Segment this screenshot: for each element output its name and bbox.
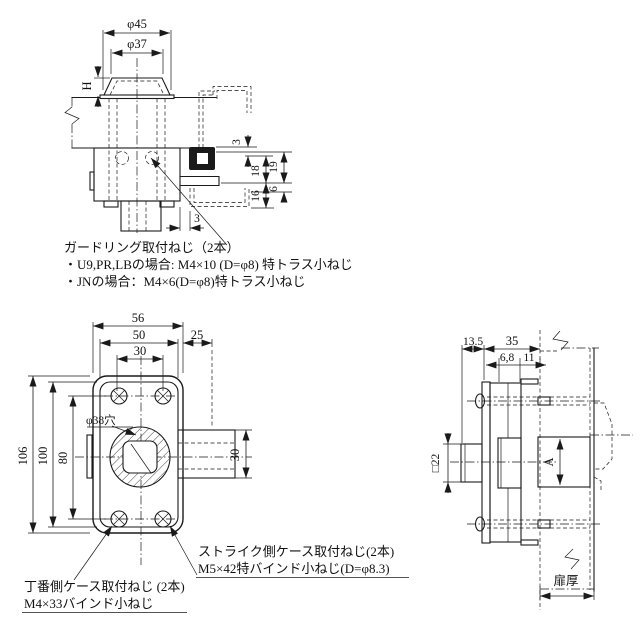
dim-30-right-label: 30	[228, 449, 242, 462]
right-dim-chains: 3 18 16 19 6	[216, 135, 292, 209]
guard-screw-hidden	[115, 151, 129, 165]
dim-35-label: 35	[506, 334, 519, 348]
lock-case-plan	[89, 98, 181, 232]
dim-56-label: 56	[132, 311, 145, 325]
guard-ring-leader	[150, 157, 228, 246]
screw	[110, 387, 128, 405]
top-section-view: φ45 φ37 H	[64, 17, 292, 246]
dim-square22-label: □22	[430, 454, 442, 473]
strike-section	[189, 147, 215, 170]
dim-h-label: H	[80, 81, 94, 90]
dim-h: H	[80, 66, 110, 107]
dim-3-top-label: 3	[231, 139, 243, 145]
break-line	[64, 106, 80, 125]
dim-11-label: 11	[523, 352, 534, 364]
side-screw-bottom	[467, 516, 601, 532]
hinge-note: 丁番側ケース取付ねじ (2本) M4×33バインド小ねじ	[22, 579, 187, 613]
hinge-edge-tab	[86, 434, 93, 479]
dim-100-label: 100	[36, 447, 50, 466]
hinge-note-line2: M4×33バインド小ねじ	[24, 596, 153, 611]
side-screw-top	[467, 393, 601, 409]
door-cutout	[537, 436, 591, 488]
guard-ring-note-line1: ガードリング取付ねじ（2本）	[64, 240, 240, 255]
dim-30-right: 30	[228, 429, 252, 479]
front-view: φ38穴 56 50 30 25 106 100 8	[16, 311, 252, 581]
strike-note-line1: ストライク側ケース取付ねじ(2本)	[198, 544, 394, 559]
side-top-dims: 13.5 35	[461, 334, 540, 443]
dim-door-thickness: 扉厚	[539, 574, 595, 600]
dim-phi37-label: φ37	[127, 37, 147, 51]
strike-screw-leader	[169, 525, 198, 576]
dim-6-8-label: 6,8	[500, 352, 515, 364]
mounting-screws	[104, 387, 178, 528]
front-left-dims: 106 100 80	[16, 375, 106, 534]
guard-ring-note-line2: ・U9,PR,LBの場合: M4×10 (D=φ8) 特トラス小ねじ	[64, 257, 353, 272]
dim-16-label: 16	[250, 190, 262, 202]
side-chain-dims: 6,8 11	[486, 352, 546, 382]
guard-ring-side	[460, 443, 483, 483]
screw	[110, 510, 128, 528]
hinge-note-line1: 丁番側ケース取付ねじ (2本)	[24, 579, 185, 594]
dim-18-label: 18	[250, 165, 262, 177]
dim-30-label: 30	[134, 344, 147, 358]
dim-19-label: 19	[268, 161, 280, 173]
dim-square22: □22	[430, 433, 462, 493]
guard-screw-hidden	[145, 151, 159, 165]
latch-and-channel	[179, 175, 250, 207]
phi38-hole-label: φ38穴	[86, 413, 116, 427]
break-line	[552, 330, 569, 351]
dim-3-bottom: 3	[166, 207, 204, 232]
dim-a: A	[542, 439, 564, 485]
dim-phi45: φ45	[102, 17, 172, 90]
dim-6-label: 6	[268, 186, 280, 192]
side-view: 13.5 35 6,8 11 □22 A 扉厚	[430, 330, 633, 610]
front-top-dims: 56 50 30 25	[92, 311, 213, 428]
case-side-profile	[450, 378, 591, 546]
phi38-hole: φ38穴	[86, 413, 171, 488]
dim-50-label: 50	[133, 328, 146, 342]
dim-80-label: 80	[56, 452, 70, 465]
door-thickness-label: 扉厚	[553, 574, 578, 588]
strike-note: ストライク側ケース取付ねじ(2本) M5×42特バインド小ねじ(D=φ8.3)	[196, 544, 409, 578]
dim-106-label: 106	[16, 447, 30, 466]
dim-3-bottom-label: 3	[194, 213, 200, 225]
door-plan-lines	[64, 96, 217, 149]
guard-ring-note: ガードリング取付ねじ（2本） ・U9,PR,LBの場合: M4×10 (D=φ8…	[64, 240, 353, 289]
guard-ring-note-line3: ・JNの場合：M4×6(D=φ8)特トラス小ねじ	[64, 274, 305, 289]
spindle-hub-side	[497, 437, 522, 489]
dim-phi37: φ37	[110, 37, 164, 74]
strike-note-line2: M5×42特バインド小ねじ(D=φ8.3)	[198, 561, 390, 576]
dim-a-label: A	[542, 457, 556, 466]
strike-protrusion	[177, 429, 236, 479]
door-edge	[539, 330, 599, 610]
outer-plate	[92, 375, 184, 534]
break-line	[564, 548, 580, 570]
hinge-screw-leader	[73, 525, 113, 581]
dim-13-5-label: 13.5	[463, 336, 483, 348]
latch-hidden-profile	[590, 402, 633, 492]
door-frame-hidden	[198, 86, 252, 148]
dim-25-label: 25	[191, 328, 204, 342]
dim-phi45-label: φ45	[127, 17, 147, 31]
screw	[154, 510, 172, 528]
guard-ring-dome	[99, 77, 175, 100]
